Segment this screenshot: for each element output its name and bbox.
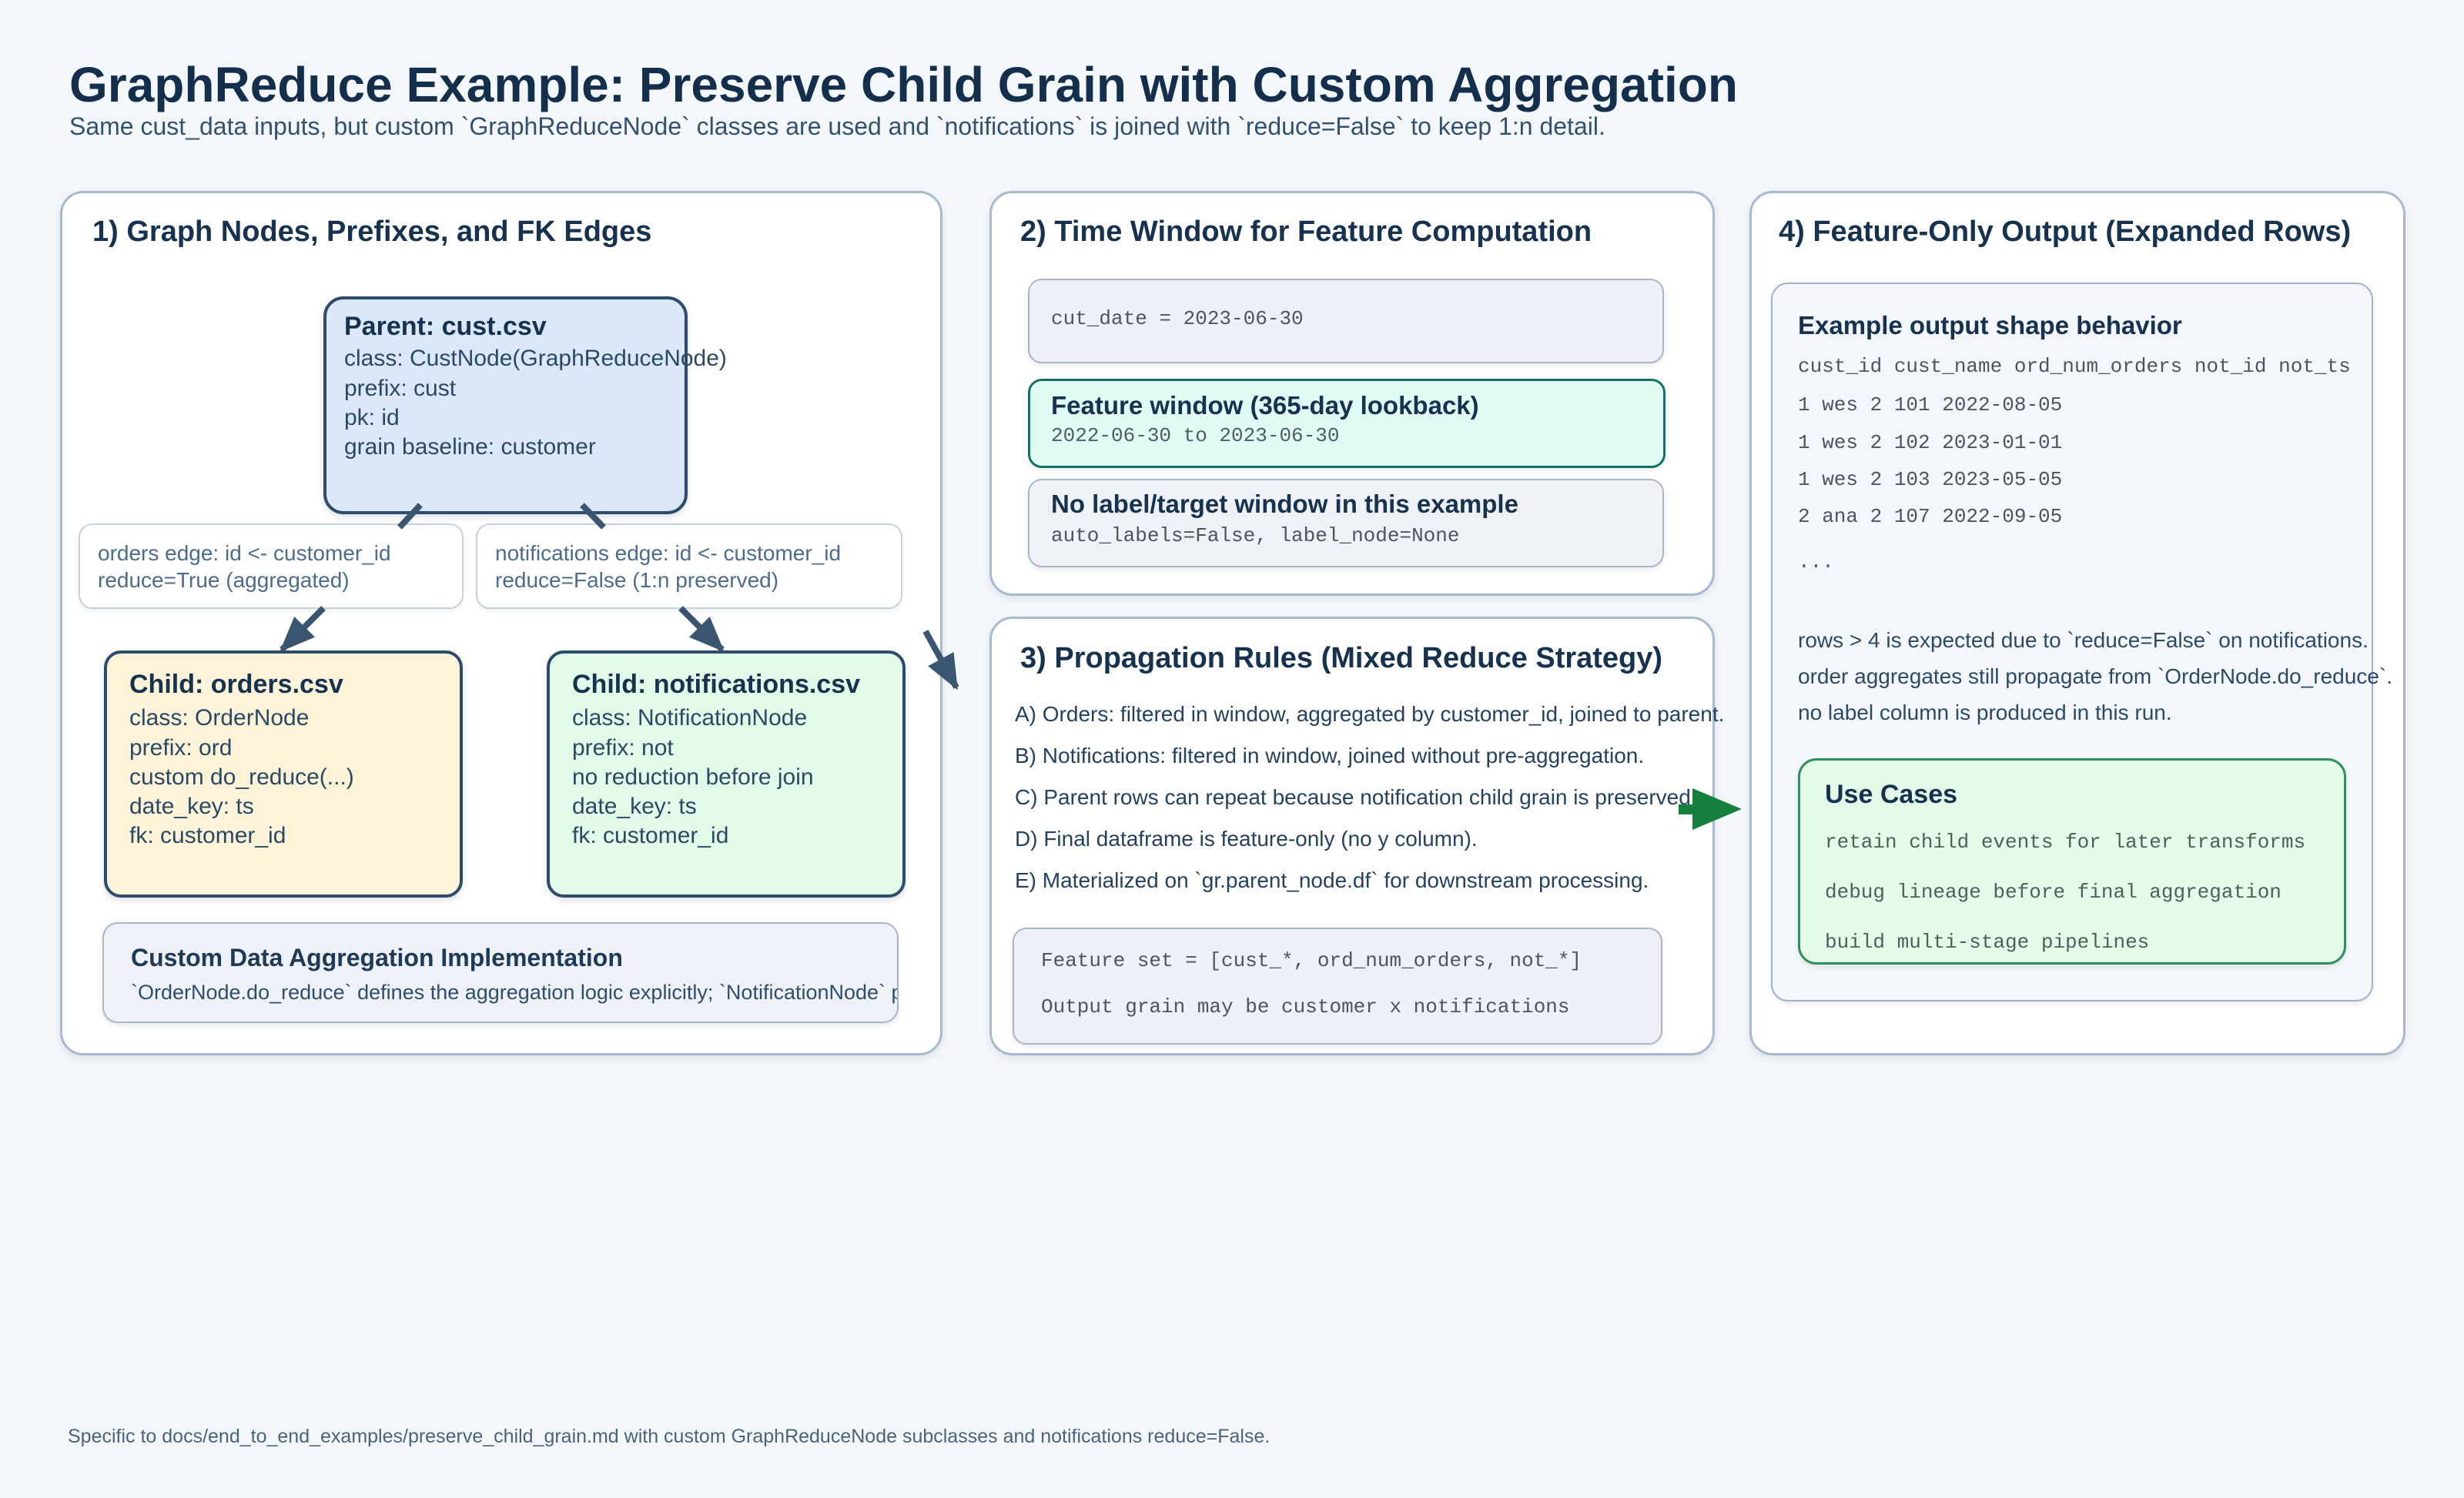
use-cases-box: [1798, 758, 2346, 965]
output-header-row: cust_id cust_name ord_num_orders not_id …: [1798, 355, 2351, 378]
child-orders-title: Child: orders.csv: [129, 670, 343, 699]
label-window-detail: auto_labels=False, label_node=None: [1051, 524, 1460, 547]
child-orders-class: class: OrderNode: [129, 705, 310, 731]
child-orders-box: [104, 650, 463, 898]
child-orders-prefix: prefix: ord: [129, 735, 233, 761]
output-note-3: no label column is produced in this run.: [1798, 701, 2172, 724]
child-orders-reduce: custom do_reduce(...): [129, 764, 354, 790]
child-orders-fk: fk: customer_id: [129, 823, 286, 848]
output-shape-title: Example output shape behavior: [1798, 311, 2182, 339]
label-window-box: [1028, 479, 1664, 567]
child-notifications-prefix: prefix: not: [572, 735, 674, 761]
notifications-edge-label-box: [476, 523, 902, 609]
custom-aggregation-note-body: `OrderNode.do_reduce` defines the aggreg…: [131, 981, 897, 1004]
use-cases-title: Use Cases: [1825, 780, 1958, 809]
page-title: GraphReduce Example: Preserve Child Grai…: [69, 57, 1738, 112]
orders-edge-line2: reduce=True (aggregated): [98, 568, 350, 592]
output-note-2: order aggregates still propagate from `O…: [1798, 664, 2392, 688]
footer-note: Specific to docs/end_to_end_examples/pre…: [68, 1426, 1270, 1447]
use-case-1: retain child events for later transforms: [1825, 831, 2306, 854]
output-row-4: 2 ana 2 107 2022-09-05: [1798, 505, 2063, 528]
use-case-3: build multi-stage pipelines: [1825, 931, 2150, 954]
parent-node-class: class: CustNode(GraphReduceNode): [344, 346, 727, 371]
child-notifications-fk: fk: customer_id: [572, 823, 729, 848]
feature-window-box: [1028, 379, 1666, 468]
orders-edge-line1: orders edge: id <- customer_id: [98, 541, 391, 565]
rule-e: E) Materialized on `gr.parent_node.df` f…: [1015, 868, 1649, 892]
page-subtitle: Same cust_data inputs, but custom `Graph…: [69, 112, 1605, 140]
custom-aggregation-note-box: Custom Data Aggregation Implementation `…: [102, 922, 899, 1023]
feature-set-line: Feature set = [cust_*, ord_num_orders, n…: [1041, 949, 1582, 972]
parent-node-prefix: prefix: cust: [344, 376, 457, 401]
output-note-1: rows > 4 is expected due to `reduce=Fals…: [1798, 628, 2369, 652]
child-notifications-class: class: NotificationNode: [572, 705, 808, 731]
rule-c: C) Parent rows can repeat because notifi…: [1015, 785, 1697, 809]
panel4-heading: 4) Feature-Only Output (Expanded Rows): [1779, 216, 2352, 248]
feature-window-range: 2022-06-30 to 2023-06-30: [1051, 424, 1340, 447]
output-row-ellipsis: ...: [1798, 550, 1834, 573]
use-case-2: debug lineage before final aggregation: [1825, 881, 2282, 904]
rule-a: A) Orders: filtered in window, aggregate…: [1015, 702, 1725, 726]
orders-edge-label-box: [79, 523, 464, 609]
child-orders-datekey: date_key: ts: [129, 794, 254, 819]
child-notifications-datekey: date_key: ts: [572, 794, 697, 819]
parent-node-box: [323, 296, 688, 514]
parent-node-grain: grain baseline: customer: [344, 434, 596, 460]
output-grain-line: Output grain may be customer x notificat…: [1041, 995, 1570, 1018]
cut-date-box: [1028, 279, 1664, 363]
output-row-3: 1 wes 2 103 2023-05-05: [1798, 468, 2063, 491]
output-row-1: 1 wes 2 101 2022-08-05: [1798, 393, 2063, 416]
notifications-edge-line2: reduce=False (1:n preserved): [495, 568, 779, 592]
panel1-heading: 1) Graph Nodes, Prefixes, and FK Edges: [92, 216, 652, 248]
child-notifications-reduce: no reduction before join: [572, 764, 814, 790]
feature-set-code-box: [1013, 928, 1662, 1045]
parent-node-pk: pk: id: [344, 405, 400, 430]
rule-b: B) Notifications: filtered in window, jo…: [1015, 744, 1645, 767]
panel2-heading: 2) Time Window for Feature Computation: [1020, 216, 1592, 248]
child-notifications-box: [547, 650, 906, 898]
label-window-title: No label/target window in this example: [1051, 490, 1518, 518]
custom-aggregation-note-title: Custom Data Aggregation Implementation: [131, 944, 623, 971]
feature-window-title: Feature window (365-day lookback): [1051, 391, 1479, 420]
cut-date-value: cut_date = 2023-06-30: [1051, 307, 1304, 330]
child-notifications-title: Child: notifications.csv: [572, 670, 861, 699]
output-row-2: 1 wes 2 102 2023-01-01: [1798, 431, 2063, 454]
panel3-heading: 3) Propagation Rules (Mixed Reduce Strat…: [1020, 642, 1663, 674]
parent-node-title: Parent: cust.csv: [344, 312, 547, 341]
notifications-edge-line1: notifications edge: id <- customer_id: [495, 541, 842, 565]
rule-d: D) Final dataframe is feature-only (no y…: [1015, 827, 1478, 851]
